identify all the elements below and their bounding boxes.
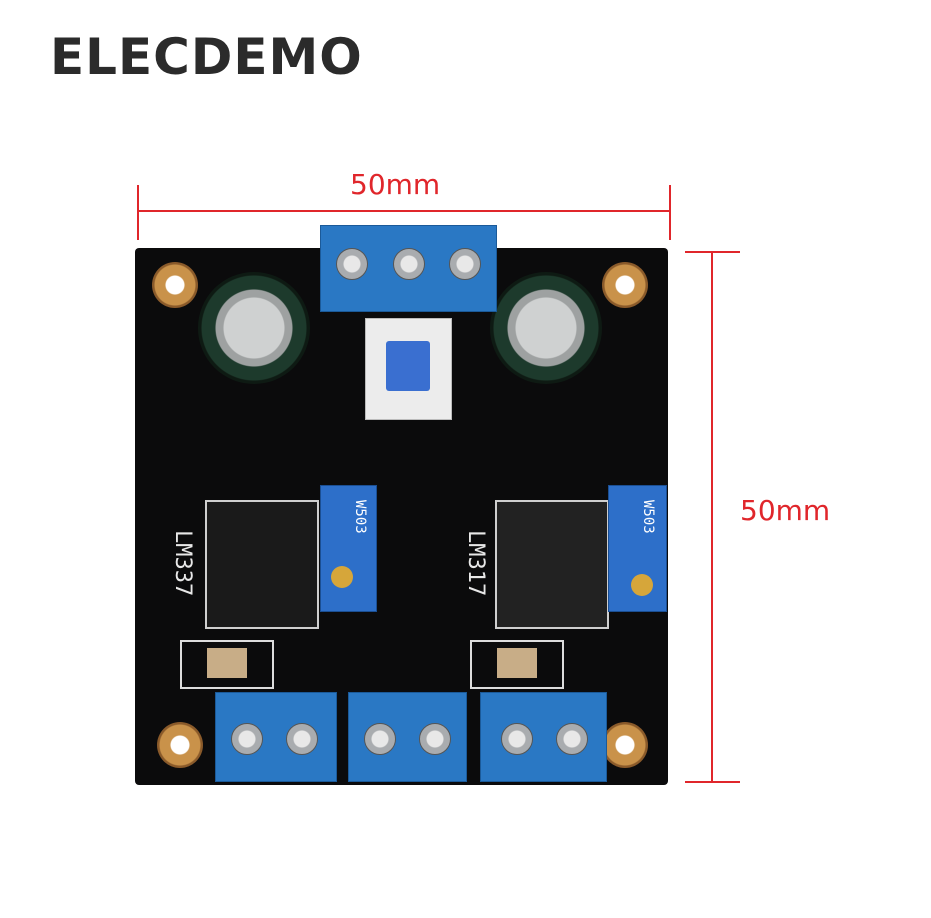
trimmer-pot-right	[608, 485, 667, 612]
height-label: 50mm	[740, 494, 831, 527]
capacitor-c4	[470, 640, 564, 689]
width-dimension-tick-left	[137, 185, 139, 240]
width-dimension-tick-right	[669, 185, 671, 240]
mounting-hole	[602, 722, 648, 768]
mounting-hole	[152, 262, 198, 308]
terminal-block-bottom-right	[480, 692, 607, 782]
mounting-hole	[157, 722, 203, 768]
mounting-hole	[602, 262, 648, 308]
capacitor-c8	[180, 640, 274, 689]
capacitor-right	[490, 272, 602, 384]
silk-w503-right: W503	[640, 500, 656, 534]
brand-title: ELECDEMO	[50, 28, 363, 86]
height-dimension-tick-top	[685, 251, 740, 253]
capacitor-left	[198, 272, 310, 384]
terminal-block-top	[320, 225, 497, 312]
silk-lm337: LM337	[170, 530, 195, 597]
trimmer-pot-left	[320, 485, 377, 612]
silk-w503-left: W503	[352, 500, 368, 534]
regulator-lm317	[495, 500, 609, 629]
regulator-lm337	[205, 500, 319, 629]
height-dimension-line	[711, 252, 713, 782]
silk-lm317: LM317	[463, 530, 488, 597]
terminal-block-bottom-middle	[348, 692, 467, 782]
height-dimension-tick-bottom	[685, 781, 740, 783]
width-label: 50mm	[350, 168, 441, 201]
push-switch	[365, 318, 452, 420]
width-dimension-line	[138, 210, 670, 212]
terminal-block-bottom-left	[215, 692, 337, 782]
